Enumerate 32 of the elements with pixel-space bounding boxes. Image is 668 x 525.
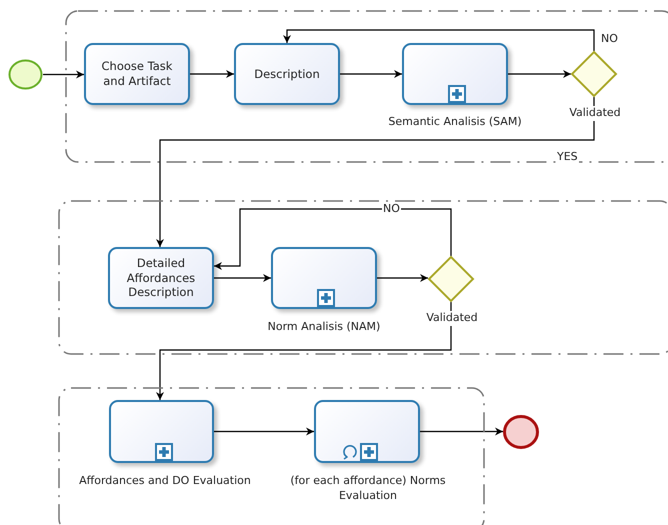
group-frame (58, 387, 485, 523)
subprocess-box (314, 400, 420, 463)
sequence-arrow (214, 274, 271, 282)
start-event-circle (8, 59, 43, 90)
sequence-arrow (43, 70, 84, 78)
sequence-arrow (377, 274, 428, 282)
task-box (108, 247, 214, 309)
gateway-diamond (428, 256, 474, 302)
task-label: Detailed Affordances Description (126, 254, 196, 302)
sequence-arrow (156, 97, 595, 247)
sequence-arrow (283, 29, 595, 51)
task-label: Description (253, 66, 321, 83)
edge-label: NO (600, 32, 619, 46)
group-frame (58, 200, 666, 355)
task-box (234, 43, 340, 105)
group-frame (65, 10, 666, 163)
edge-label: YES (556, 150, 579, 164)
subprocess-box (271, 247, 377, 309)
sequence-arrow (340, 70, 402, 78)
sequence-arrow (508, 70, 571, 78)
sequence-arrow (214, 428, 314, 436)
subprocess-box (109, 400, 214, 463)
task-box (84, 43, 190, 105)
sequence-arrow (214, 208, 452, 270)
task-label: Choose Task and Artifact (100, 58, 174, 90)
subprocess-box (402, 43, 508, 105)
end-event-circle (503, 415, 539, 449)
sequence-arrow (420, 428, 503, 436)
sequence-arrow (190, 70, 234, 78)
edge-label: NO (382, 202, 401, 216)
sequence-arrow (156, 302, 452, 400)
gateway-diamond (571, 51, 617, 97)
